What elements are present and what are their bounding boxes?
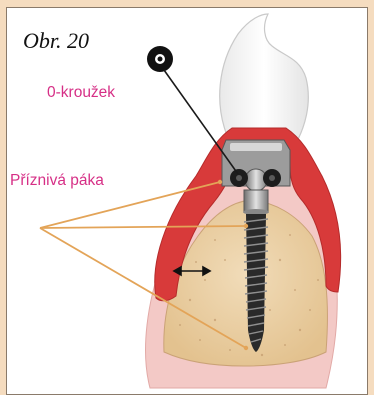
lever-label: Příznivá páka [10, 172, 104, 190]
o-ring-label: 0-kroužek [47, 84, 115, 102]
o-ring-symbol-icon [147, 46, 173, 72]
figure-title: Obr. 20 [23, 28, 89, 54]
housing-top [230, 143, 282, 151]
implant-neck [244, 190, 268, 212]
